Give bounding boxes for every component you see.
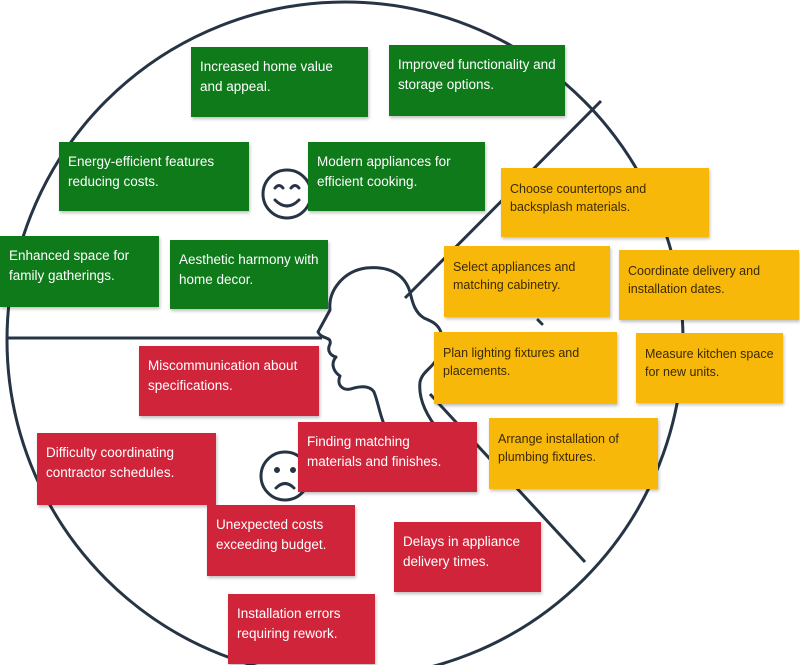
positive-note: Enhanced space for family gatherings. xyxy=(0,236,159,307)
negative-note: Finding matching materials and finishes. xyxy=(298,422,477,492)
positive-note: Energy-efficient features reducing costs… xyxy=(59,142,249,211)
neutral-note: Choose countertops and backsplash materi… xyxy=(501,168,709,237)
negative-note: Difficulty coordinating contractor sched… xyxy=(37,433,216,505)
neutral-note: Measure kitchen space for new units. xyxy=(636,333,783,403)
neutral-note: Plan lighting fixtures and placements. xyxy=(434,332,617,404)
smiley-face-icon xyxy=(261,168,313,220)
neutral-note: Coordinate delivery and installation dat… xyxy=(619,250,799,320)
neutral-note: Arrange installation of plumbing fixture… xyxy=(489,418,658,489)
negative-note: Miscommunication about specifications. xyxy=(139,346,319,416)
negative-note: Unexpected costs exceeding budget. xyxy=(207,505,355,576)
positive-note: Aesthetic harmony with home decor. xyxy=(170,240,328,309)
negative-note: Installation errors requiring rework. xyxy=(228,594,375,664)
positive-note: Modern appliances for efficient cooking. xyxy=(308,142,485,211)
positive-note: Increased home value and appeal. xyxy=(191,47,368,117)
neutral-note: Select appliances and matching cabinetry… xyxy=(444,246,610,317)
positive-note: Improved functionality and storage optio… xyxy=(389,45,565,116)
negative-note: Delays in appliance delivery times. xyxy=(394,522,541,592)
